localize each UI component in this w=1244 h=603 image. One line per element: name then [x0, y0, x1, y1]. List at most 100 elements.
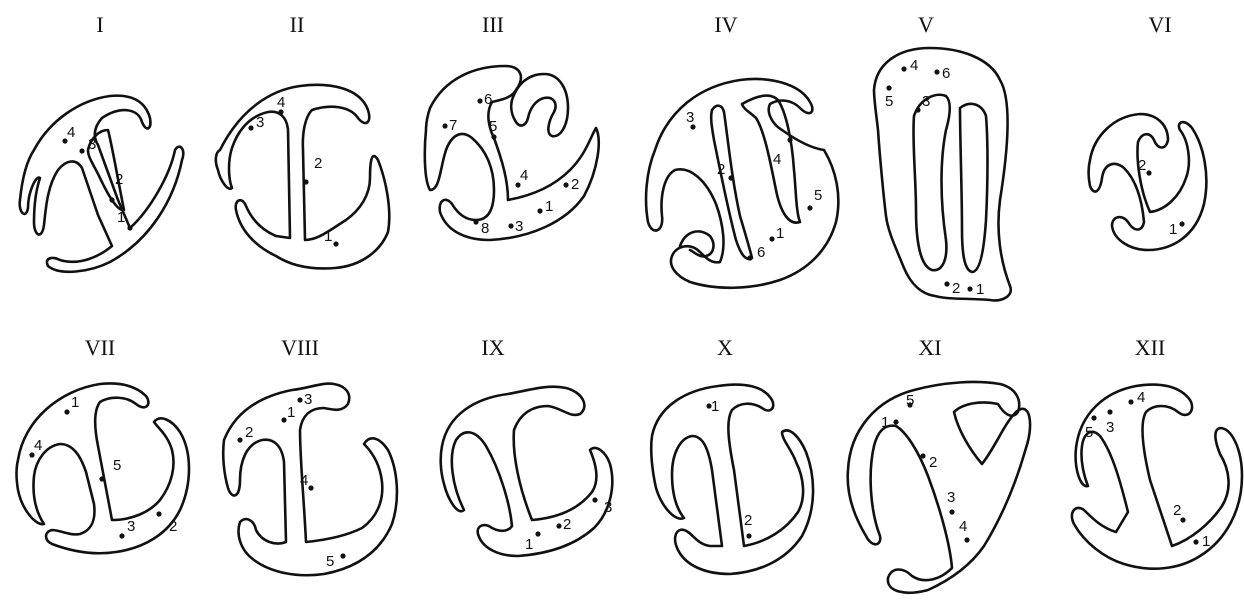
- point-3-dot: [297, 397, 302, 402]
- point-2-label: 2: [1173, 502, 1181, 519]
- point-5-dot: [340, 553, 345, 558]
- panel-VI: VI 1 2: [1089, 12, 1207, 250]
- panel-IV: IV 1 2 3 4 5 6: [646, 12, 838, 288]
- section-outline: [20, 96, 184, 272]
- point-3-dot: [508, 223, 513, 228]
- point-6-dot: [477, 98, 482, 103]
- point-2-label: 2: [929, 454, 937, 471]
- point-5-dot: [1091, 415, 1096, 420]
- point-8-dot: [473, 219, 478, 224]
- point-1-label: 1: [71, 394, 79, 411]
- point-2-label: 2: [245, 424, 253, 441]
- point-2-dot: [303, 179, 308, 184]
- point-1-dot: [1193, 539, 1198, 544]
- panel-XI: XI 1 2 3 4 5: [848, 335, 1030, 593]
- point-7-label: 7: [449, 117, 457, 134]
- point-2-dot: [944, 281, 949, 286]
- section-outline: [1089, 114, 1207, 250]
- point-4-label: 4: [773, 151, 781, 168]
- point-2-label: 2: [115, 171, 123, 188]
- section-outline: [651, 385, 813, 574]
- panel-XII: XII 1 2 3 4 5: [1072, 335, 1242, 569]
- panel-II: II 1 2 3 4: [216, 12, 389, 268]
- point-3-label: 3: [304, 391, 312, 408]
- point-3-label: 3: [256, 114, 264, 131]
- point-6-label: 6: [942, 65, 950, 82]
- point-2-dot: [556, 523, 561, 528]
- point-1-label: 1: [545, 198, 553, 215]
- point-5-label: 5: [885, 93, 893, 110]
- point-2-label: 2: [717, 161, 725, 178]
- point-5-label: 5: [113, 457, 121, 474]
- panel-IX: IX 1 2 3: [441, 335, 613, 556]
- point-4-label: 4: [1137, 389, 1145, 406]
- point-2-label: 2: [563, 516, 571, 533]
- point-4-label: 4: [34, 437, 42, 454]
- point-1-dot: [281, 417, 286, 422]
- point-3-dot: [248, 125, 253, 130]
- section-outline: [441, 387, 613, 556]
- point-1-dot: [1179, 221, 1184, 226]
- point-2-dot: [237, 437, 242, 442]
- panel-X: X 1 2: [651, 335, 813, 574]
- point-2-dot: [109, 197, 114, 202]
- point-3-label: 3: [127, 518, 135, 535]
- panel-title: IV: [714, 12, 737, 37]
- point-markers: 1 2 3 4: [248, 94, 338, 247]
- point-2-label: 2: [169, 518, 177, 535]
- panel-III: III 1 2 3 4 5 6 7 8: [425, 12, 599, 240]
- section-outline: [646, 79, 838, 288]
- point-1-dot: [537, 208, 542, 213]
- point-1-dot: [769, 236, 774, 241]
- point-5-dot: [491, 134, 496, 139]
- point-3-label: 3: [686, 109, 694, 126]
- point-4-label: 4: [300, 472, 308, 489]
- point-3-label: 3: [1106, 419, 1114, 436]
- point-2-label: 2: [952, 280, 960, 297]
- point-3-label: 3: [922, 93, 930, 110]
- point-2-dot: [746, 533, 751, 538]
- panel-title: III: [482, 12, 504, 37]
- panel-VII: VII 1 2 3 4 5: [17, 335, 190, 553]
- panel-title: II: [290, 12, 305, 37]
- point-5-dot: [807, 205, 812, 210]
- point-3-dot: [949, 509, 954, 514]
- point-1-label: 1: [881, 414, 889, 431]
- point-1-label: 1: [776, 225, 784, 242]
- point-1-label: 1: [1202, 533, 1210, 550]
- point-1-label: 1: [711, 398, 719, 415]
- point-1-label: 1: [976, 281, 984, 298]
- section-outline: [17, 384, 190, 554]
- point-markers: 1 2 3 4 5: [237, 391, 345, 570]
- point-1-dot: [333, 241, 338, 246]
- section-outline: [223, 384, 397, 576]
- point-2-label: 2: [744, 512, 752, 529]
- point-3-dot: [119, 533, 124, 538]
- panel-title: X: [717, 335, 733, 360]
- point-4-dot: [1128, 399, 1133, 404]
- point-3-label: 3: [947, 489, 955, 506]
- panel-title: XII: [1135, 335, 1166, 360]
- point-5-dot: [886, 85, 891, 90]
- point-3-dot: [915, 107, 920, 112]
- point-3-label: 3: [604, 499, 612, 516]
- point-1-dot: [127, 225, 132, 230]
- point-4-dot: [787, 137, 792, 142]
- point-4-dot: [901, 66, 906, 71]
- point-4-label: 4: [910, 57, 918, 74]
- point-3-dot: [592, 497, 597, 502]
- point-4-dot: [964, 537, 969, 542]
- point-4-label: 4: [277, 94, 285, 111]
- point-6-label: 6: [484, 91, 492, 108]
- point-5-label: 5: [906, 392, 914, 409]
- point-6-dot: [934, 69, 939, 74]
- section-outline: [848, 382, 1030, 593]
- point-1-label: 1: [287, 404, 295, 421]
- point-4-label: 4: [959, 518, 967, 535]
- point-1-dot: [535, 531, 540, 536]
- panel-title: VI: [1148, 12, 1171, 37]
- section-outline: [216, 85, 389, 269]
- point-2-dot: [728, 175, 733, 180]
- section-outline: [874, 48, 1011, 300]
